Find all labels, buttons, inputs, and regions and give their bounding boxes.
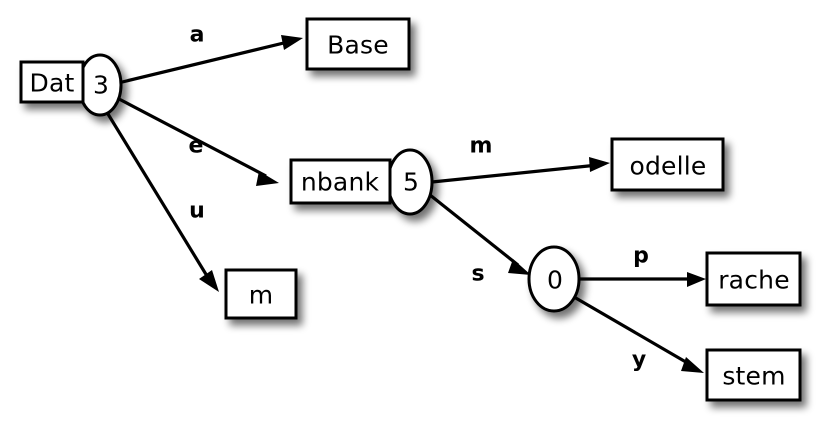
node-nbank-rect-label: nbank xyxy=(301,168,380,197)
arrow-head-u xyxy=(199,270,219,292)
arrow-head-e xyxy=(256,171,279,186)
node-stem-label: stem xyxy=(722,362,785,391)
arrow-head-y xyxy=(681,357,704,373)
node-nbank[interactable]: nbank 5 xyxy=(289,148,434,216)
node-stem[interactable]: stem xyxy=(705,348,802,402)
node-nbank-ellipse-label: 5 xyxy=(403,168,419,197)
node-base[interactable]: Base xyxy=(305,17,411,71)
edge-label-p: p xyxy=(633,244,649,269)
node-stem-rect-shape xyxy=(705,348,802,402)
node-odelle-rect-shape xyxy=(610,137,725,192)
arrow-head-a xyxy=(281,35,303,50)
edge-line-s xyxy=(429,193,519,267)
edge-root-to-m: u xyxy=(106,113,219,292)
node-base-rect-shape xyxy=(305,17,411,71)
edge-line-m xyxy=(431,163,599,184)
edge-label-y: y xyxy=(632,348,646,373)
node-root-rect-label: Dat xyxy=(30,69,75,98)
edge-root-to-nbank: e xyxy=(118,97,279,186)
edge-label-u: u xyxy=(189,199,205,224)
edge-zero-to-rache: p xyxy=(578,244,706,287)
edge-nbank-to-odelle: m xyxy=(431,134,610,184)
node-root[interactable]: Dat 3 xyxy=(19,53,123,117)
node-m[interactable]: m xyxy=(224,268,298,320)
node-base-label: Base xyxy=(327,31,389,60)
arrow-head-s xyxy=(508,259,531,275)
arrow-head-p xyxy=(687,272,706,287)
node-rache-label: rache xyxy=(718,266,790,295)
node-rache[interactable]: rache xyxy=(705,251,802,307)
node-odelle-label: odelle xyxy=(629,152,706,181)
edge-label-a: a xyxy=(190,23,205,48)
edge-line-a xyxy=(117,39,293,85)
edge-root-to-base: a xyxy=(117,23,303,85)
edge-line-u xyxy=(106,113,209,277)
node-m-label: m xyxy=(249,281,274,310)
edge-nbank-to-zero: s xyxy=(429,193,531,287)
node-zero[interactable]: 0 xyxy=(527,245,581,313)
edge-label-m: m xyxy=(470,134,493,159)
node-zero-label: 0 xyxy=(547,266,563,295)
node-root-ellipse-label: 3 xyxy=(93,71,109,100)
arrow-head-m xyxy=(589,157,610,172)
edge-line-y xyxy=(573,295,692,367)
node-nbank-rect-shape xyxy=(289,158,392,205)
edge-label-s: s xyxy=(471,262,484,287)
edge-line-e xyxy=(118,97,267,178)
node-m-rect-shape xyxy=(224,268,298,320)
node-rache-rect-shape xyxy=(705,251,802,307)
edge-label-e: e xyxy=(189,134,204,159)
node-odelle[interactable]: odelle xyxy=(610,137,725,192)
edge-zero-to-stem: y xyxy=(573,295,704,373)
node-zero-ellipse-shape xyxy=(527,245,581,313)
node-root-rect-shape xyxy=(19,60,85,104)
